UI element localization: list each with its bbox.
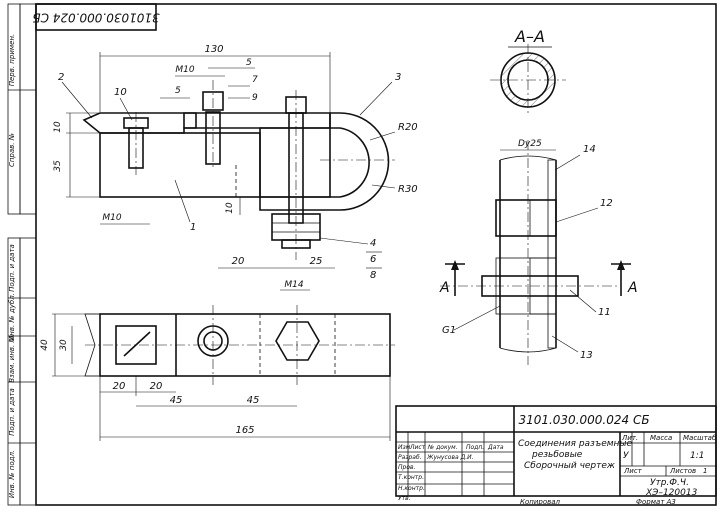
svg-text:Жунусова Д.И.: Жунусова Д.И. [426,454,474,461]
svg-text:30: 30 [59,339,69,351]
svg-text:8: 8 [370,270,376,281]
svg-text:Сборочный чертеж: Сборочный чертеж [524,461,616,471]
svg-text:3101030.000.024 СБ: 3101030.000.024 СБ [32,11,159,25]
plan-view [84,305,395,385]
svg-text:Листов: Листов [669,467,696,475]
svg-text:4: 4 [370,238,376,249]
svg-text:Инв. № дубл.: Инв. № дубл. [8,293,16,341]
front-dimensions: 130 M10 5 5 10 35 M10 10 20 25 M14 R20 R… [53,44,418,291]
svg-text:Лит.: Лит. [621,434,638,442]
svg-text:25: 25 [310,256,323,267]
svg-text:10: 10 [53,121,63,133]
svg-text:Копировал: Копировал [520,498,561,506]
svg-text:G1: G1 [442,325,456,336]
svg-text:резьбовые: резьбовые [531,450,583,460]
svg-text:Лист: Лист [623,467,643,475]
svg-text:Н.контр.: Н.контр. [398,485,425,492]
svg-text:3: 3 [395,72,401,83]
section-a-a: А–А [490,27,566,116]
svg-text:20: 20 [150,381,163,392]
svg-text:7: 7 [252,75,258,85]
svg-text:45: 45 [247,395,260,406]
svg-text:10: 10 [114,87,127,98]
svg-text:Подп.: Подп. [466,444,484,451]
svg-text:Утр.Ф.Ч.: Утр.Ф.Ч. [650,478,689,488]
svg-text:6: 6 [370,254,376,265]
svg-text:M10: M10 [175,65,194,75]
svg-text:Подп. и дата: Подп. и дата [8,388,16,436]
svg-text:5: 5 [246,58,252,68]
svg-text:Пров.: Пров. [398,464,416,471]
title-block: 3101.030.000.024 СБ Изм Лист № докум. По… [395,405,717,506]
svg-text:R30: R30 [398,184,418,195]
svg-text:Перв. примен.: Перв. примен. [8,34,16,87]
svg-text:13: 13 [580,350,593,361]
svg-text:Dy25: Dy25 [518,139,542,149]
svg-text:Взам. инв. №: Взам. инв. № [8,335,16,383]
svg-text:R20: R20 [398,122,418,133]
svg-text:У: У [623,451,629,461]
front-leaders: 2 10 1 3 7 9 4 6 8 [58,72,401,281]
svg-text:Разраб.: Разраб. [398,454,422,461]
svg-text:Утв.: Утв. [398,495,411,502]
front-view [82,80,395,260]
svg-text:1: 1 [190,222,196,233]
svg-text:40: 40 [40,339,50,351]
svg-text:11: 11 [598,307,611,318]
svg-text:Изм: Изм [398,444,411,451]
svg-text:1:1: 1:1 [690,451,704,461]
svg-text:Соединения разъемные: Соединения разъемные [518,439,633,449]
svg-text:14: 14 [583,144,596,155]
svg-text:Лист: Лист [409,444,426,451]
svg-text:Т.контр.: Т.контр. [398,474,424,481]
svg-text:5: 5 [175,86,181,96]
svg-text:А–А: А–А [514,27,545,46]
svg-text:Подп. и дата: Подп. и дата [8,244,16,292]
svg-text:Инв. № подл.: Инв. № подл. [8,450,16,498]
svg-text:Справ. №: Справ. № [8,133,16,167]
svg-text:M10: M10 [102,213,121,223]
svg-text:Масштаб: Масштаб [683,434,717,442]
svg-text:130: 130 [204,44,223,55]
svg-text:45: 45 [170,395,183,406]
rotated-stamp: 3101030.000.024 СБ [32,3,160,31]
svg-text:20: 20 [232,256,245,267]
left-side-strip: Перв. примен. Справ. № Подп. и дата Инв.… [7,3,37,506]
svg-text:ХЭ–120013: ХЭ–120013 [645,488,698,498]
svg-text:Дата: Дата [487,444,504,451]
plan-dimensions: 40 30 20 20 45 45 165 [40,313,391,441]
svg-text:2: 2 [58,72,64,83]
pipe-view: Dy25 А А G1 14 12 11 13 [439,139,638,365]
svg-text:№ докум.: № докум. [427,444,458,451]
svg-text:M14: M14 [284,280,303,290]
svg-text:12: 12 [600,198,613,209]
svg-text:1: 1 [703,467,707,475]
svg-text:Масса: Масса [650,434,672,442]
svg-text:А: А [627,280,638,296]
svg-text:А: А [439,280,450,296]
svg-text:3101.030.000.024 СБ: 3101.030.000.024 СБ [518,413,649,427]
svg-text:20: 20 [113,381,126,392]
svg-text:165: 165 [235,425,254,436]
svg-text:9: 9 [252,93,258,103]
svg-text:10: 10 [225,202,235,214]
svg-text:Формат А3: Формат А3 [636,498,676,506]
svg-text:35: 35 [53,160,63,172]
